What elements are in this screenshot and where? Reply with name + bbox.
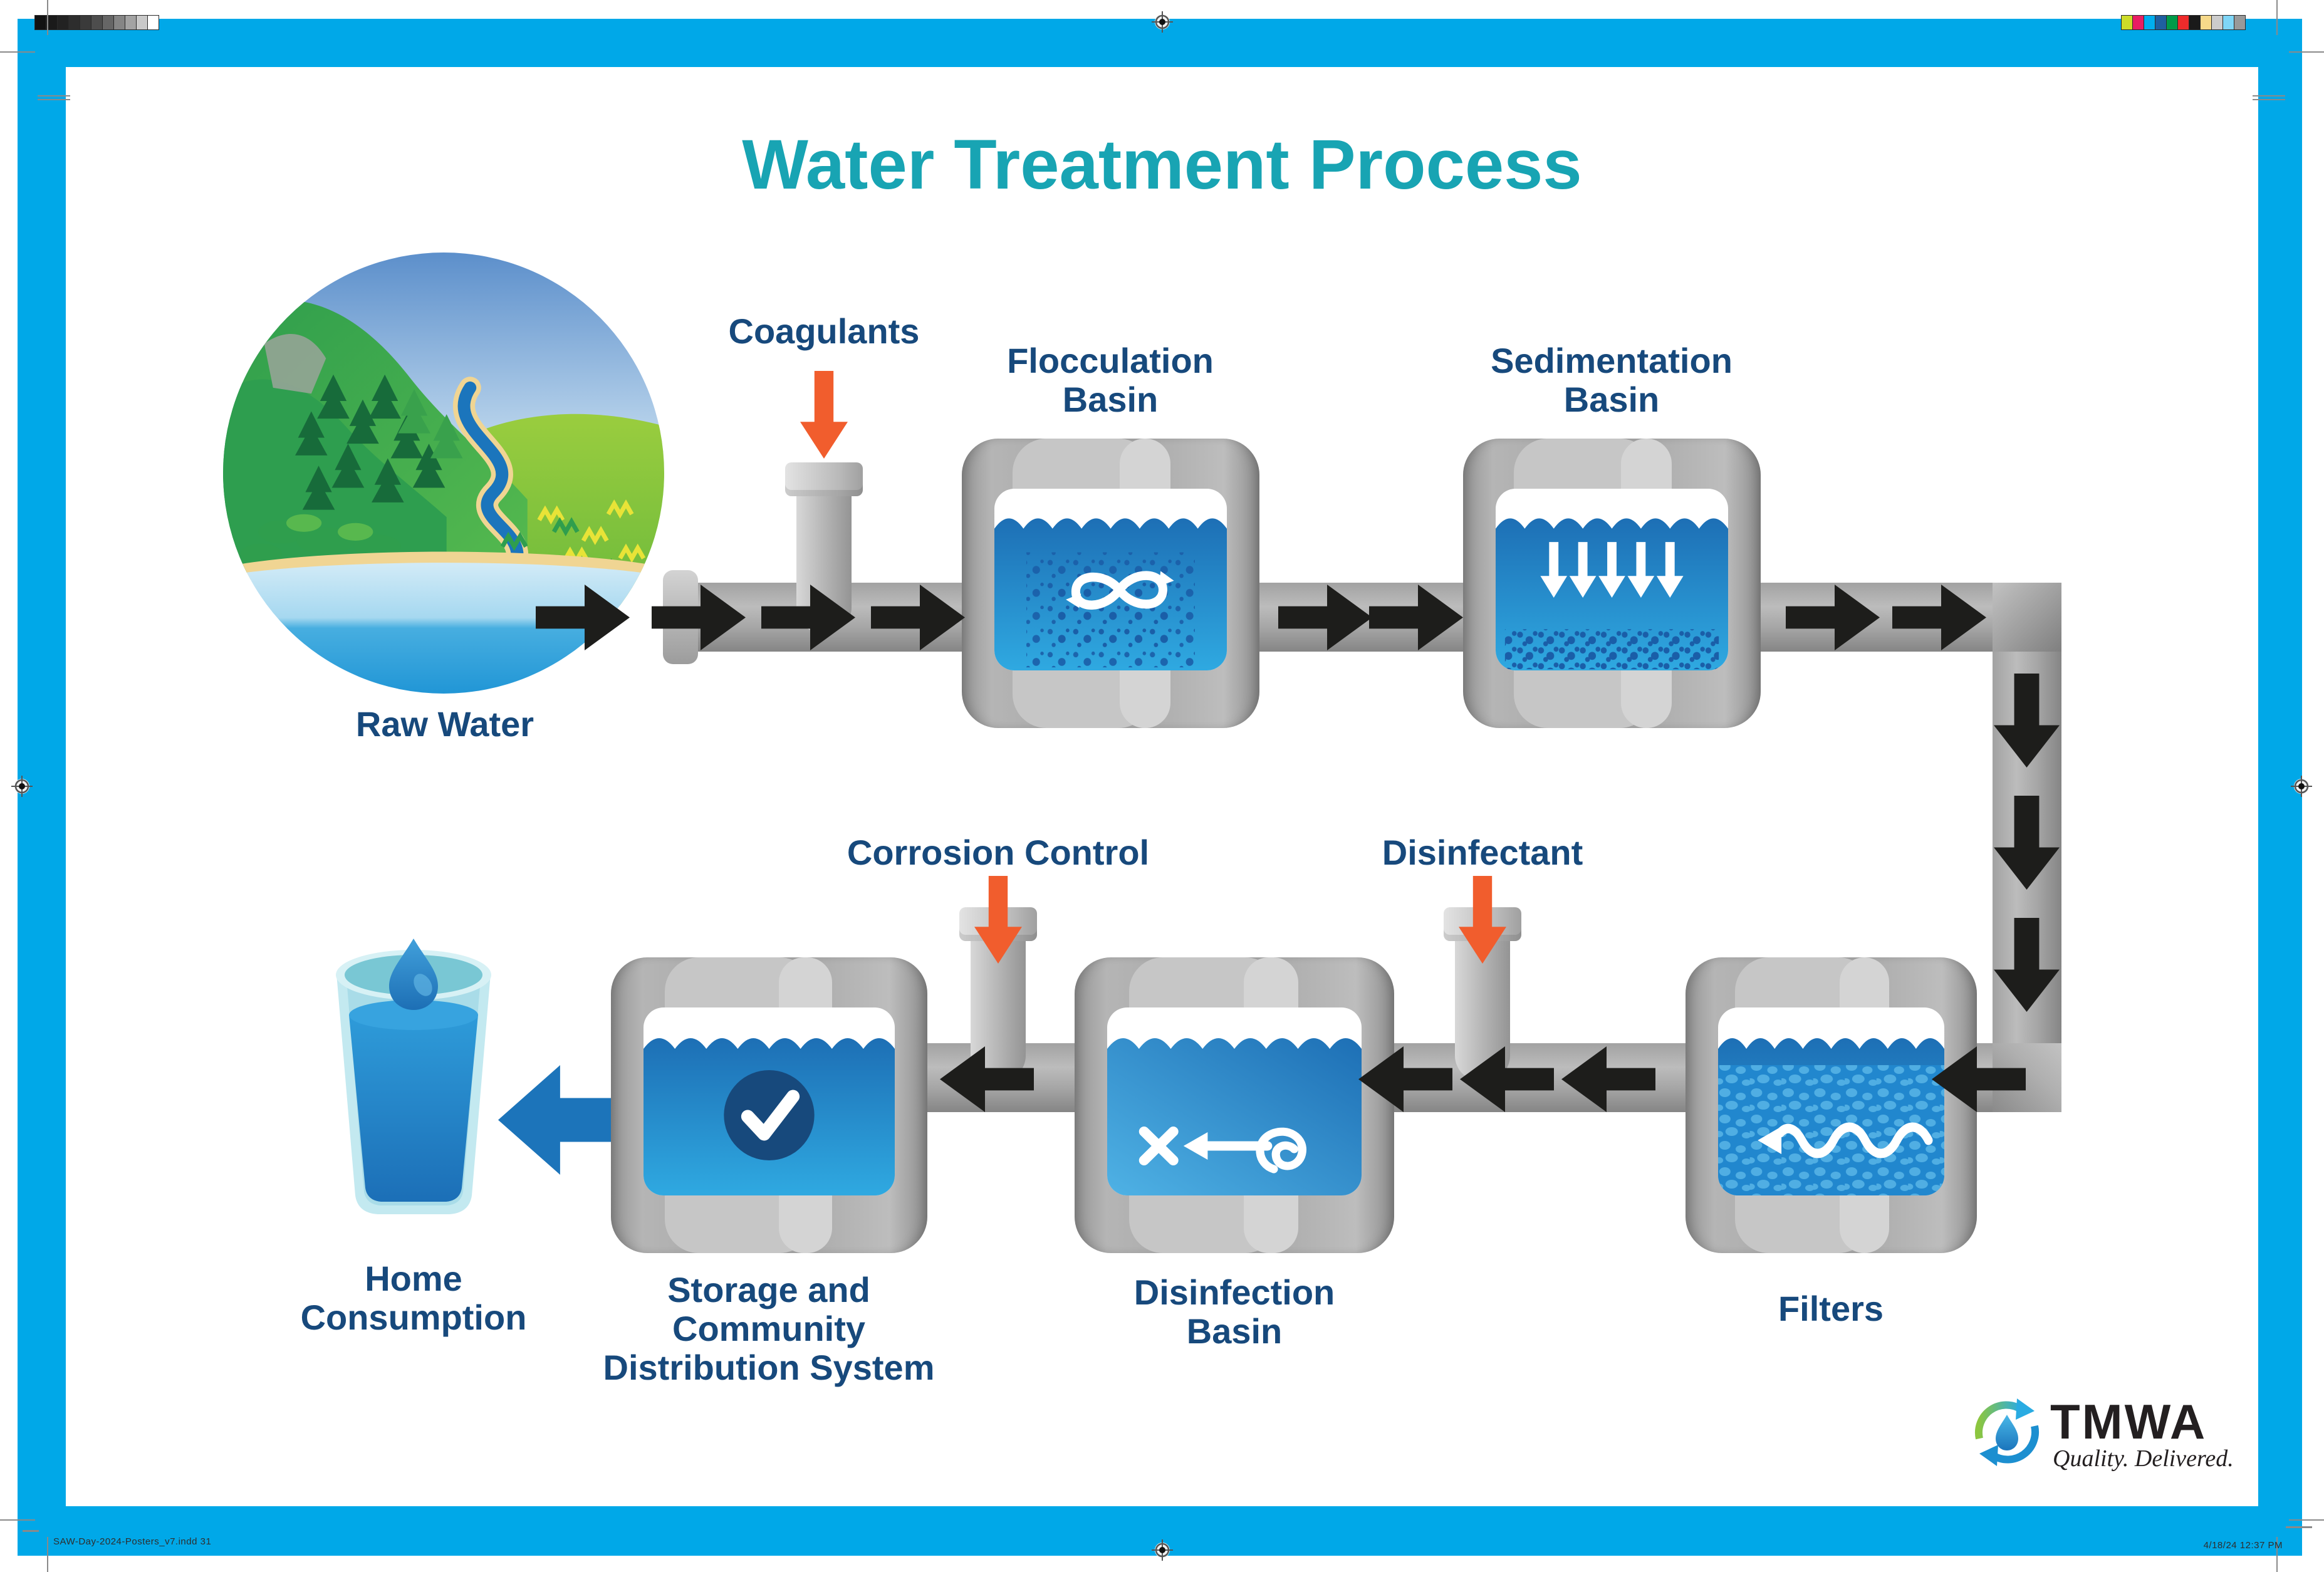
sedimentation-water-icon: [1496, 518, 1728, 670]
color-swatch: [2201, 16, 2212, 29]
tank-window: [1718, 1007, 1944, 1195]
home-glass-illustration: [336, 939, 491, 1214]
tmwa-logo-tagline: Quality. Delivered.: [2053, 1445, 2234, 1472]
disinfection-water-icon: [1107, 1038, 1362, 1195]
color-swatch: [2167, 16, 2178, 29]
fold-mark: [38, 95, 70, 96]
crop-mark: [47, 0, 48, 35]
crop-mark: [2276, 0, 2278, 35]
disinfection-basin-tank: [1075, 957, 1394, 1253]
fold-mark: [2286, 1526, 2312, 1528]
fold-mark: [38, 99, 70, 100]
color-swatch: [2234, 16, 2245, 29]
tmwa-logo-name: TMWA: [2050, 1394, 2207, 1449]
pipe-elbow-top-right: [1993, 583, 2061, 652]
label-storage-line1: Storage and: [667, 1270, 870, 1309]
label-corrosion-control: Corrosion Control: [847, 833, 1150, 872]
page-title: Water Treatment Process: [742, 125, 1582, 204]
flocculation-basin-tank: [962, 439, 1259, 728]
grayscale-swatch: [103, 16, 114, 29]
label-flocculation-line2: Basin: [1062, 380, 1159, 419]
color-swatch: [2212, 16, 2223, 29]
grayscale-swatch: [148, 16, 159, 29]
crop-mark: [0, 51, 35, 53]
grayscale-swatch: [125, 16, 137, 29]
label-filters: Filters: [1778, 1289, 1884, 1328]
print-timestamp: 4/18/24 12:37 PM: [2203, 1540, 2283, 1551]
grayscale-swatch: [46, 16, 58, 29]
registration-mark-icon: [1152, 11, 1173, 33]
tank-window: [644, 1007, 895, 1195]
filter-media-icon: [1718, 1038, 1944, 1195]
registration-mark-icon: [11, 776, 33, 797]
crop-mark: [0, 1519, 35, 1521]
label-disinfectant: Disinfectant: [1382, 833, 1583, 872]
tank-window: [1496, 489, 1728, 670]
storage-water-icon: [644, 1038, 895, 1195]
quality-check-icon: [724, 1070, 815, 1160]
fold-mark: [23, 1530, 39, 1532]
grayscale-swatch: [91, 16, 103, 29]
label-sedimentation-line1: Sedimentation: [1491, 341, 1733, 380]
label-storage-line2: Community: [672, 1309, 865, 1348]
filters-tank: [1686, 957, 1977, 1253]
flocculation-water-icon: [994, 518, 1227, 670]
grayscale-swatch: [58, 16, 69, 29]
registration-mark-icon: [1152, 1539, 1173, 1561]
label-storage-line3: Distribution System: [603, 1348, 935, 1387]
grayscale-swatch: [69, 16, 80, 29]
tank-window: [994, 489, 1227, 670]
raw-water-illustration: [223, 252, 664, 694]
label-sedimentation-line2: Basin: [1563, 380, 1660, 419]
grayscale-calibration-bar: [34, 15, 159, 30]
color-swatch: [2178, 16, 2189, 29]
crop-mark: [2289, 51, 2324, 53]
grayscale-swatch: [80, 16, 91, 29]
fold-mark: [2253, 99, 2285, 100]
crop-mark: [2276, 1537, 2278, 1572]
label-flocculation-line1: Flocculation: [1007, 341, 1214, 380]
crop-mark: [2289, 1519, 2324, 1521]
color-swatch: [2223, 16, 2234, 29]
grayscale-swatch: [114, 16, 125, 29]
color-swatch: [2122, 16, 2133, 29]
label-raw-water: Raw Water: [355, 704, 534, 744]
print-filename: SAW-Day-2024-Posters_v7.indd 31: [53, 1536, 212, 1547]
label-home-line2: Consumption: [300, 1298, 527, 1337]
color-swatch: [2155, 16, 2167, 29]
label-home-line1: Home: [365, 1259, 462, 1298]
coagulants-inlet-flange: [785, 462, 863, 496]
grayscale-swatch: [137, 16, 148, 29]
color-swatch: [2144, 16, 2155, 29]
grayscale-swatch: [35, 16, 46, 29]
sedimentation-basin-tank: [1463, 439, 1761, 728]
label-coagulants: Coagulants: [728, 311, 920, 351]
label-disinfection-line2: Basin: [1186, 1311, 1283, 1351]
registration-mark-icon: [2291, 776, 2312, 797]
mixing-infinity-icon: [1066, 571, 1174, 610]
fold-mark: [2253, 95, 2285, 96]
crop-mark: [47, 1537, 48, 1572]
color-swatch: [2133, 16, 2144, 29]
color-calibration-bar: [2121, 15, 2246, 30]
water-droplet-icon: [389, 939, 438, 1010]
label-disinfection-line1: Disinfection: [1133, 1273, 1335, 1312]
germ-kill-icon: [1139, 1127, 1306, 1174]
color-swatch: [2189, 16, 2201, 29]
filtering-wave-arrow-icon: [1758, 1122, 1933, 1158]
storage-distribution-tank: [611, 957, 927, 1253]
tank-window: [1107, 1007, 1362, 1195]
tmwa-logo-icon: [1974, 1398, 2040, 1466]
settling-arrows-icon: [1540, 542, 1684, 598]
